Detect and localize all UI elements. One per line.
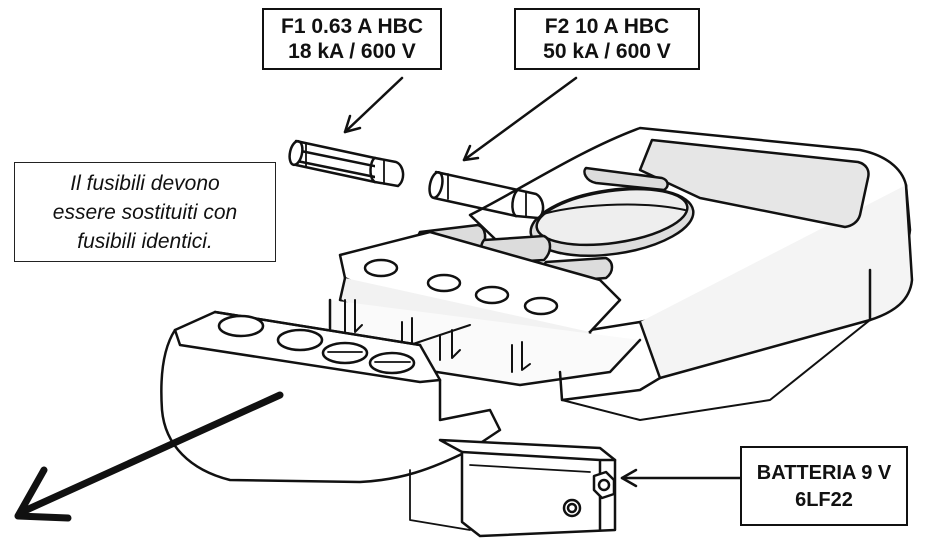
fuse2-breaking-capacity: 50 kA / 600 V: [543, 40, 671, 63]
fuse2-label: F2 10 A HBC 50 kA / 600 V: [514, 8, 700, 70]
multimeter-icon: [328, 126, 914, 421]
fuse-icon: [288, 139, 405, 188]
note-line: Il fusibili devono: [70, 172, 220, 195]
fuse2-rating: F2 10 A HBC: [544, 15, 670, 38]
fuse-replacement-note: Il fusibili devono essere sostituiti con…: [14, 162, 276, 262]
removal-arrow-icon: [14, 391, 284, 522]
note-line: essere sostituiti con: [52, 201, 238, 224]
fuse1-label: F1 0.63 A HBC 18 kA / 600 V: [262, 8, 442, 70]
battery-label: BATTERIA 9 V 6LF22: [740, 446, 908, 526]
note-line: fusibili identici.: [77, 230, 213, 253]
battery-type: 6LF22: [795, 489, 853, 511]
arrow-icon: [343, 76, 744, 488]
terminal-cover: [160, 310, 502, 484]
fuse1-breaking-capacity: 18 kA / 600 V: [288, 40, 416, 63]
fuse1-rating: F1 0.63 A HBC: [281, 15, 423, 38]
battery-icon: [409, 438, 617, 538]
fuse-icon: [428, 170, 545, 220]
battery-voltage: BATTERIA 9 V: [756, 462, 892, 484]
